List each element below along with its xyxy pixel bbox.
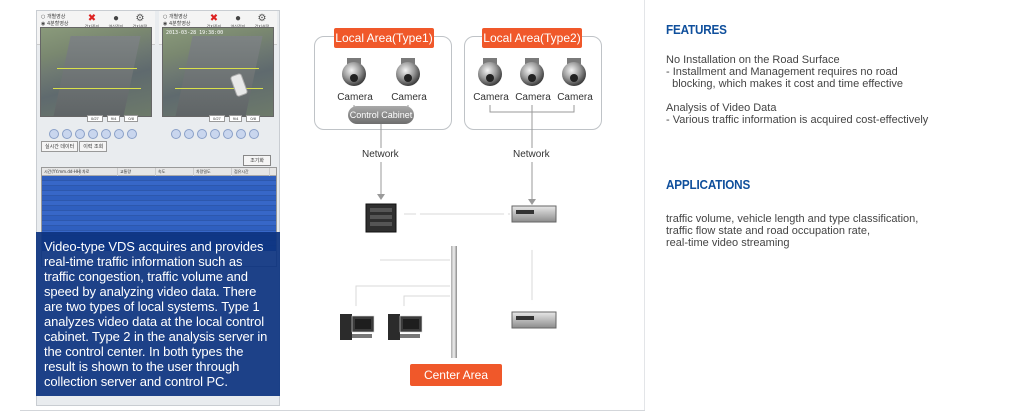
radio-quad-video[interactable]: 4분할영상 [46, 21, 69, 27]
table-row[interactable] [42, 216, 276, 221]
control-label: Control [518, 236, 548, 246]
table-row[interactable] [42, 186, 276, 191]
control-pc-label: Control PC [386, 346, 431, 356]
video-feed-left [40, 27, 152, 117]
control-device-icon [511, 311, 557, 329]
radio-single-video-2[interactable]: 개별영상 [168, 14, 188, 20]
desktop-pc-icon [340, 314, 375, 340]
table-row[interactable] [42, 206, 276, 211]
table-row[interactable] [42, 176, 276, 181]
video-feed-right: 2013-03-28 19:38:00 [162, 27, 274, 117]
table-row[interactable] [42, 191, 276, 196]
ethernet-backbone [451, 246, 457, 358]
control-device-icon [511, 205, 557, 223]
table-row[interactable] [42, 226, 276, 231]
stop-icon: ✖ [209, 13, 219, 24]
table-row[interactable] [42, 201, 276, 206]
camera-label: Camera [337, 92, 373, 103]
table-row[interactable] [42, 181, 276, 186]
detection-settings-button[interactable]: ⚙검지설정 [129, 14, 151, 30]
network-label-type2: Network [513, 149, 550, 160]
playback-controls-right[interactable] [171, 126, 262, 139]
collection-server-label: Traffic Info Collection Server [324, 236, 438, 246]
applications-title: APPLICATIONS [666, 177, 751, 192]
server-icon [365, 203, 397, 233]
local-area-type1-label: Local Area(Type1) [334, 28, 434, 48]
bottom-divider [20, 410, 645, 411]
camera-label: Camera [515, 92, 551, 103]
camera-icon [562, 58, 586, 86]
desktop-pc-icon [388, 314, 423, 340]
camera-label: Camera [557, 92, 593, 103]
tab-realtime-data[interactable]: 실시간 데이터 [41, 141, 79, 152]
camera-icon [396, 58, 420, 86]
center-area-label: Center Area [410, 364, 502, 386]
pause-icon: ● [112, 13, 120, 24]
stop-detection-button-2[interactable]: ✖검지중지 [203, 14, 225, 30]
system-diagram: Local Area(Type1) Local Area(Type2) [292, 8, 638, 408]
detection-settings-button-2[interactable]: ⚙검지설정 [251, 14, 273, 30]
local-area-type2-label: Local Area(Type2) [482, 28, 582, 48]
camera-label: Camera [391, 92, 427, 103]
features-text: No Installation on the Road Surface - In… [666, 54, 929, 126]
applications-text: traffic volume, vehicle length and type … [666, 213, 919, 249]
control-cabinet: Control Cabinet [348, 106, 414, 124]
features-title: FEATURES [666, 22, 727, 37]
column-divider [644, 0, 645, 411]
radio-single-video[interactable]: 개별영상 [46, 14, 66, 20]
pause-video-button-2[interactable]: ●영상정지 [227, 14, 249, 30]
table-row[interactable] [42, 196, 276, 201]
settings-icon: ⚙ [135, 13, 145, 24]
camera-icon [520, 58, 544, 86]
control-pc-label: Control PC [334, 346, 379, 356]
network-label-type1: Network [362, 149, 399, 160]
description-text: Video-type VDS acquires and provides rea… [44, 239, 268, 389]
description-overlay: Video-type VDS acquires and provides rea… [36, 232, 280, 396]
stop-detection-button[interactable]: ✖검지중지 [81, 14, 103, 30]
stop-icon: ✖ [87, 13, 97, 24]
camera-icon [478, 58, 502, 86]
tab-history[interactable]: 이력 조회 [79, 141, 108, 152]
diagram-graphics [340, 58, 586, 358]
playback-controls-left[interactable] [49, 126, 140, 139]
reset-button[interactable]: 조기화 [243, 155, 271, 166]
camera-icon [342, 58, 366, 86]
camera-label: Camera [473, 92, 509, 103]
settings-icon: ⚙ [257, 13, 267, 24]
pause-video-button[interactable]: ●영상정지 [105, 14, 127, 30]
video-timestamp: 2013-03-28 19:38:00 [166, 30, 224, 36]
radio-quad-video-2[interactable]: 4분할영상 [168, 21, 191, 27]
table-row[interactable] [42, 211, 276, 216]
pause-icon: ● [234, 13, 242, 24]
ethernet-label: Ethernet [470, 344, 505, 354]
table-row[interactable] [42, 221, 276, 226]
